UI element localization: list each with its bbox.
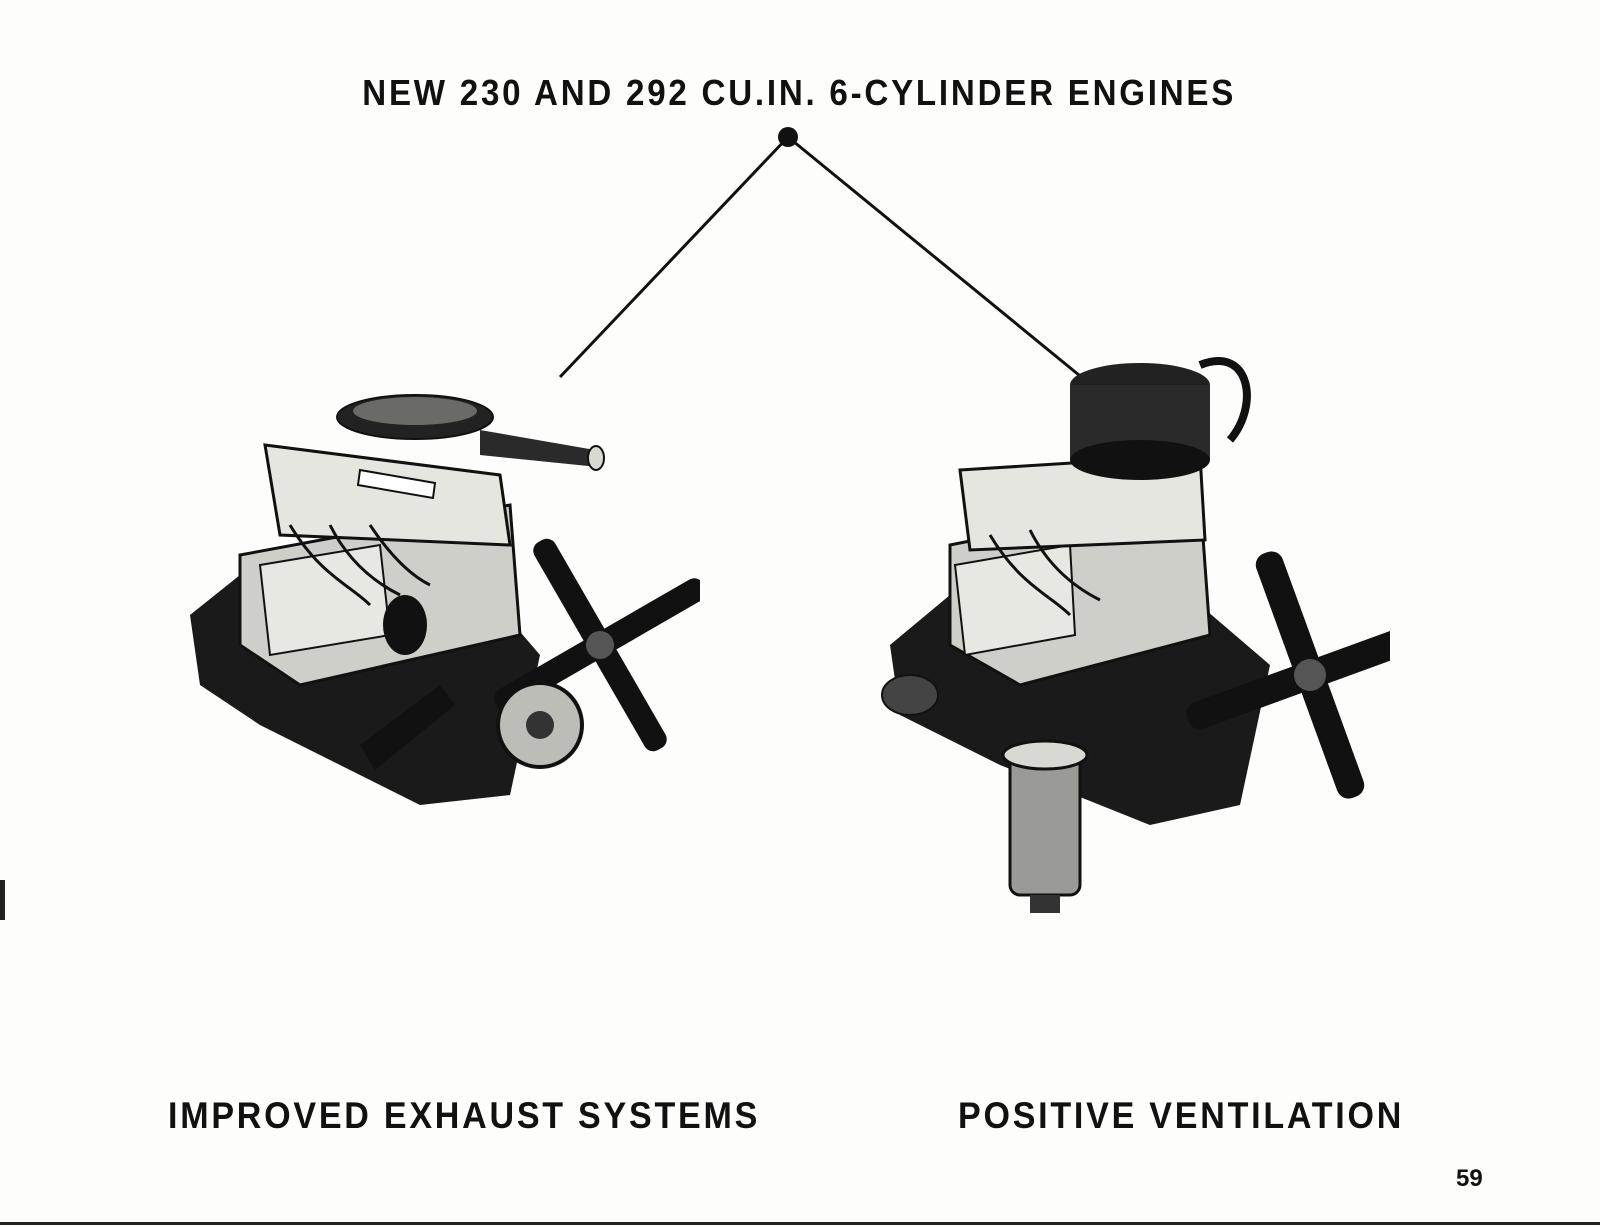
caption-positive-ventilation: POSITIVE VENTILATION xyxy=(958,1095,1405,1136)
caption-improved-exhaust: IMPROVED EXHAUST SYSTEMS xyxy=(168,1095,761,1136)
page-title: NEW 230 AND 292 CU.IN. 6-CYLINDER ENGINE… xyxy=(362,72,1237,113)
page-number: 59 xyxy=(1456,1165,1483,1192)
engine-230-illustration xyxy=(190,394,700,805)
connector-line-right xyxy=(787,135,1086,382)
scan-bottom-edge xyxy=(0,1222,1600,1225)
engine-292-illustration xyxy=(881,357,1390,913)
scan-edge-mark xyxy=(0,880,5,920)
connector-line-left xyxy=(558,135,790,379)
